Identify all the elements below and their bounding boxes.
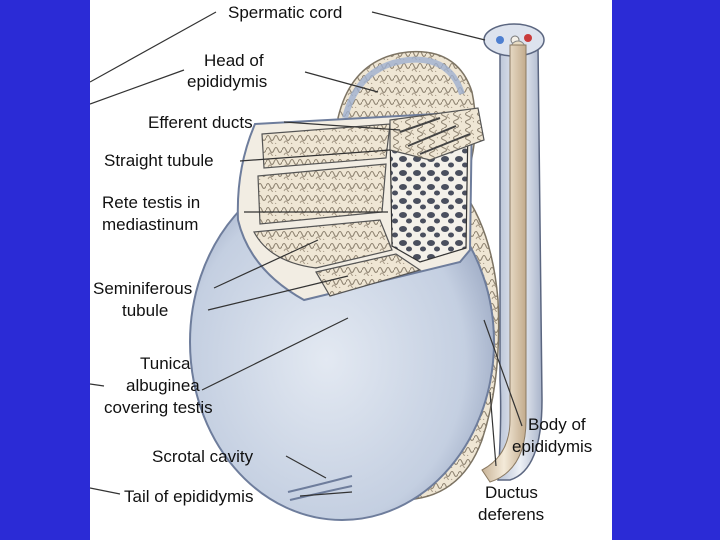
diagram-panel: Spermatic cord Head of epididymis Effere… (90, 0, 612, 540)
label-tunica-albuginea-line-2: albuginea (126, 375, 200, 396)
label-ductus-deferens-line-1: Ductus (485, 482, 538, 503)
label-seminiferous-tubule-line-2: tubule (122, 300, 168, 321)
label-efferent-ducts: Efferent ducts (148, 112, 253, 133)
label-body-of-epididymis-line-2: epididymis (512, 436, 592, 457)
label-rete-testis-line-1: Rete testis in (102, 192, 200, 213)
label-seminiferous-tubule-line-1: Seminiferous (93, 278, 192, 299)
label-rete-testis-line-2: mediastinum (102, 214, 198, 235)
label-tail-of-epididymis: Tail of epididymis (124, 486, 253, 507)
label-spermatic-cord: Spermatic cord (228, 2, 342, 23)
label-tunica-albuginea-line-3: covering testis (104, 397, 213, 418)
label-scrotal-cavity: Scrotal cavity (152, 446, 253, 467)
label-ductus-deferens-line-2: deferens (478, 504, 544, 525)
label-tunica-albuginea-line-1: Tunica (140, 353, 190, 374)
label-body-of-epididymis-line-1: Body of (528, 414, 586, 435)
label-straight-tubule: Straight tubule (104, 150, 214, 171)
label-head-of-epididymis-line-2: epididymis (187, 71, 267, 92)
label-head-of-epididymis-line-1: Head of (204, 50, 264, 71)
